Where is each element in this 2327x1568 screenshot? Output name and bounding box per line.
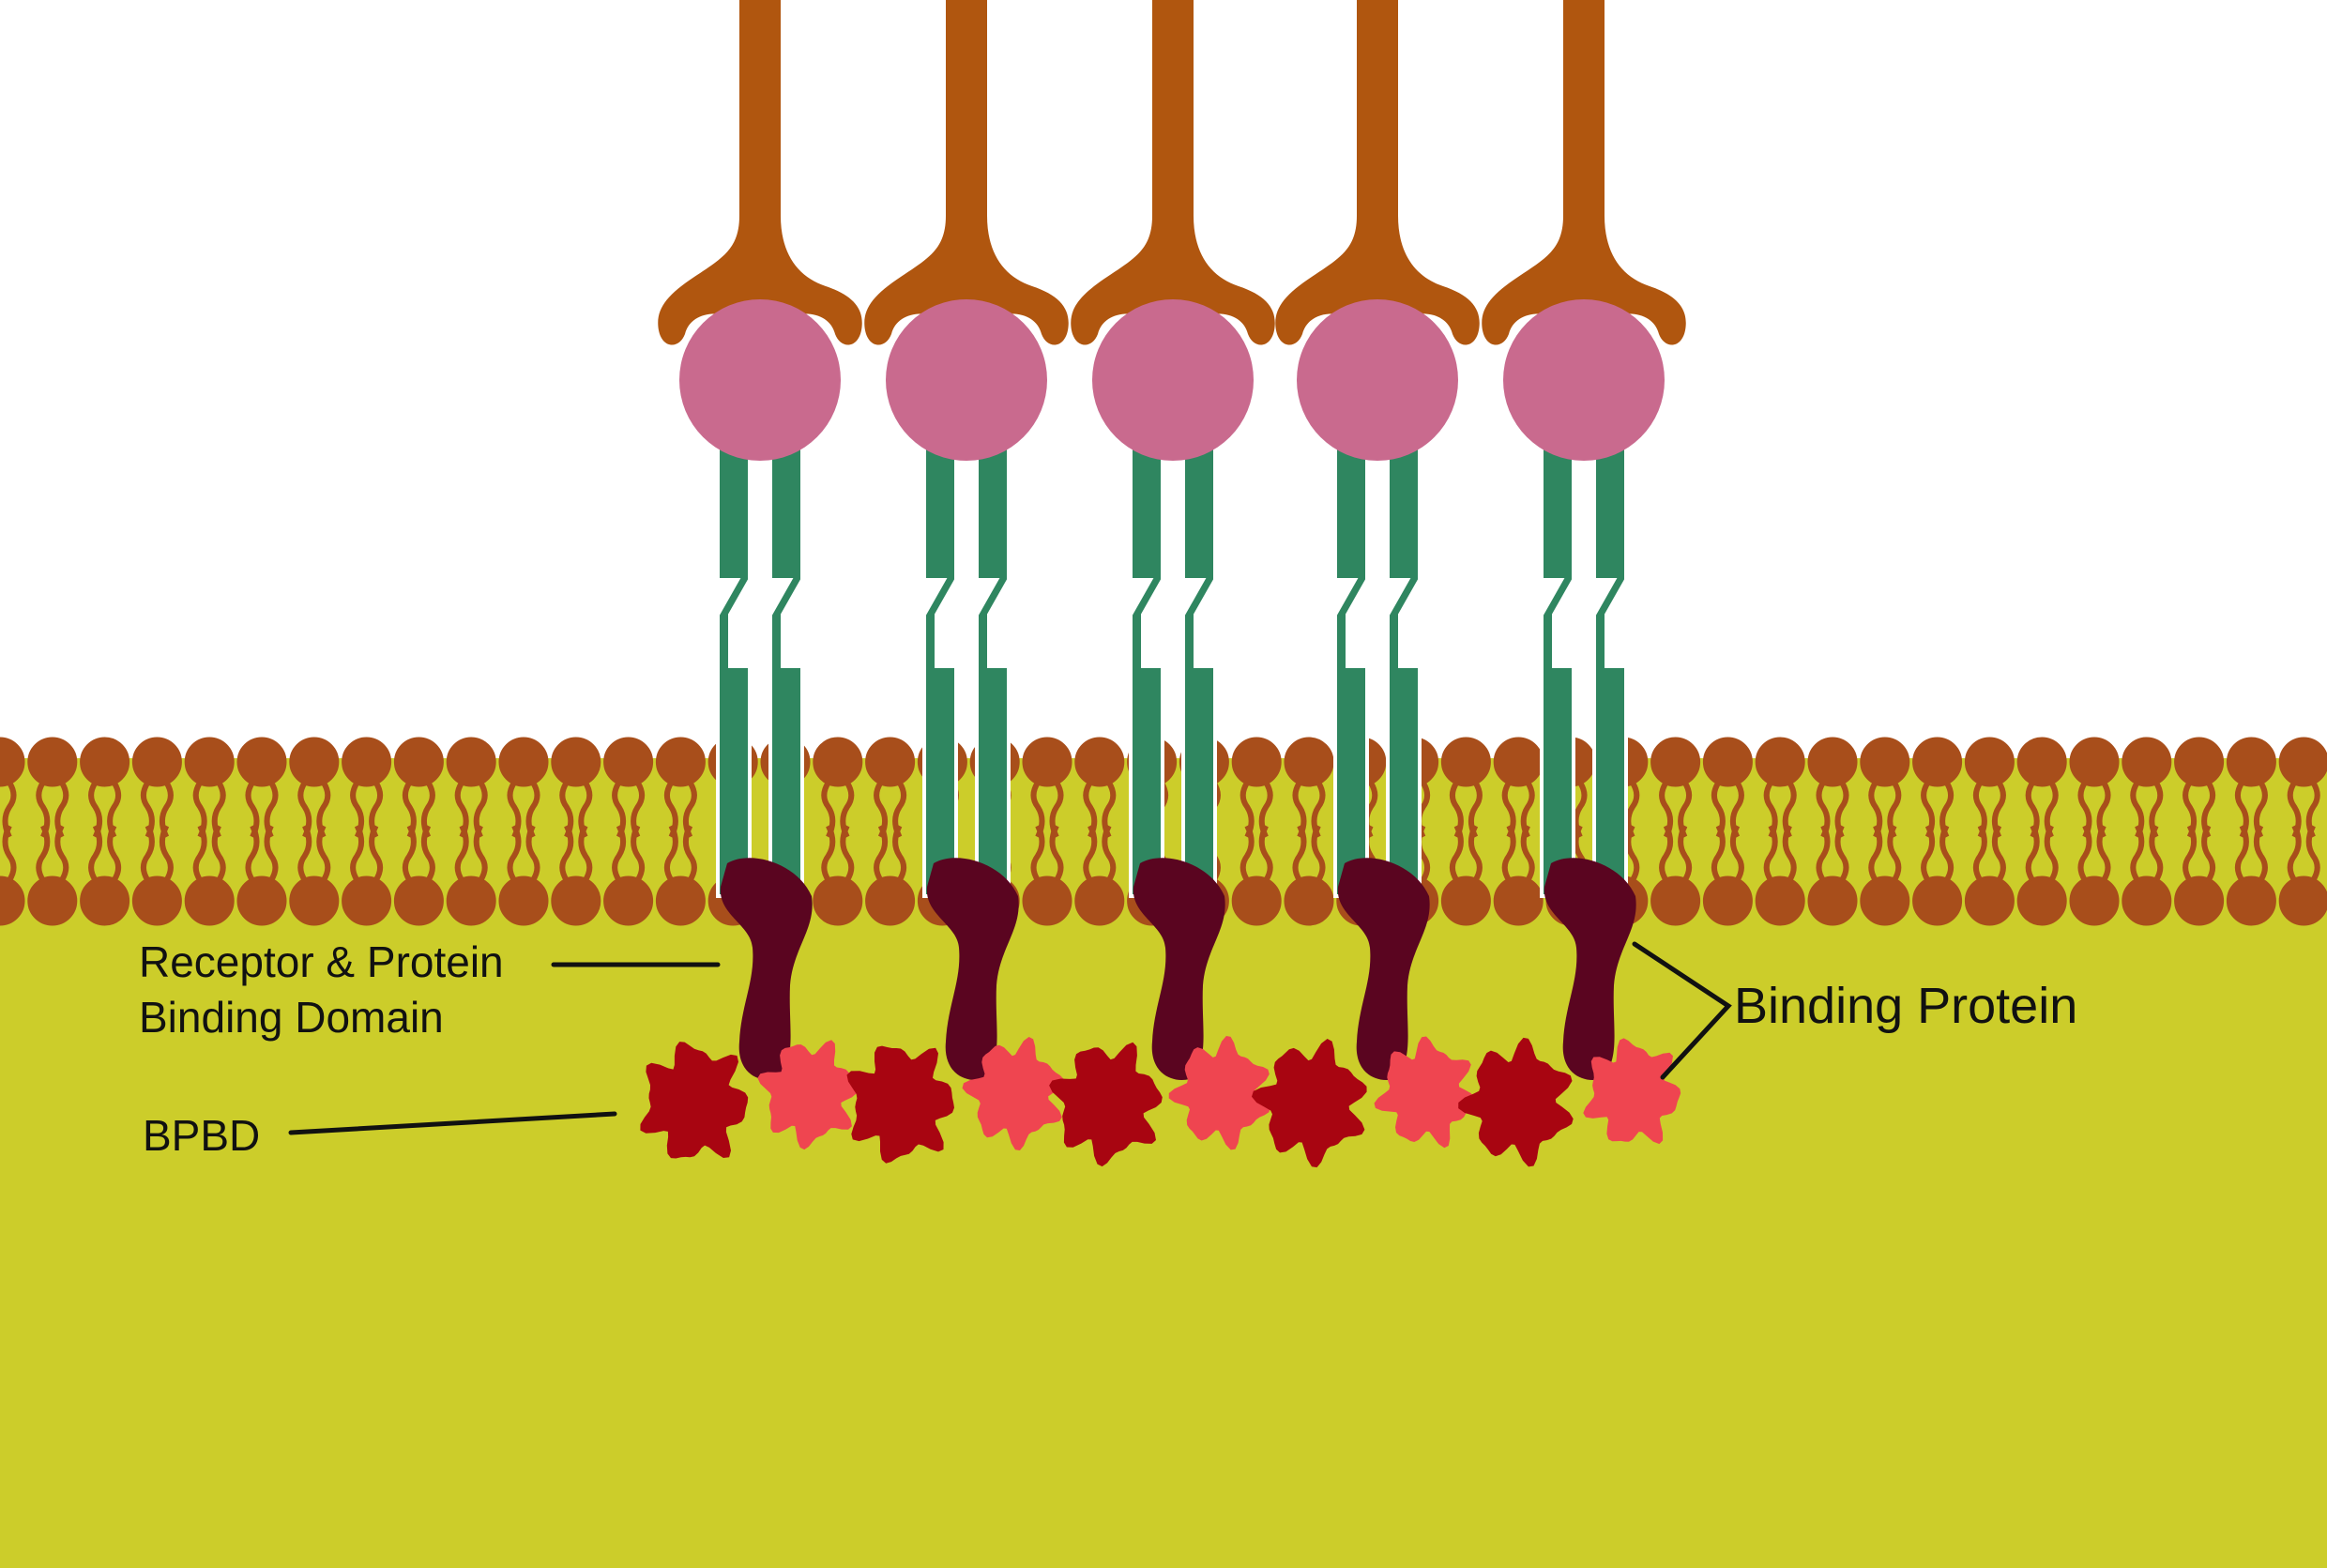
receptor-group <box>640 0 1686 1168</box>
bpbd-domain <box>1049 1042 1163 1167</box>
ligand <box>658 0 862 345</box>
receptor-complex <box>1049 0 1275 1167</box>
receptor-helix <box>1181 439 1217 898</box>
ligand-sphere <box>679 299 841 461</box>
bpbd-domain <box>1458 1037 1574 1167</box>
receptor-complex <box>1458 0 1686 1167</box>
ligand <box>1482 0 1686 345</box>
receptor-complex <box>640 0 862 1159</box>
ligand-sphere <box>886 299 1047 461</box>
ligand <box>1071 0 1275 345</box>
ligand-sphere <box>1297 299 1458 461</box>
receptor-domain-label-line2: Binding Domain <box>139 993 444 1042</box>
receptor-helix <box>1129 439 1164 898</box>
receptor-complex <box>1252 0 1480 1168</box>
bpbd-label: BPBD <box>143 1111 260 1160</box>
receptor-helix <box>1386 439 1422 898</box>
receptor-domain-label-line1: Receptor & Protein <box>139 937 504 986</box>
binding-protein-label: Binding Protein <box>1734 978 2077 1034</box>
binding-protein-domain <box>1583 1038 1681 1145</box>
ligand <box>1275 0 1480 345</box>
binding-protein-bracket <box>1632 941 1732 1080</box>
receptor-binding-domain <box>1133 858 1225 1080</box>
binding-protein-domain <box>962 1037 1064 1150</box>
binding-protein-domain <box>1168 1036 1270 1150</box>
receptor-complex <box>846 0 1069 1164</box>
receptor-helix <box>1592 439 1628 898</box>
receptor-helix <box>922 439 958 898</box>
receptor-binding-domain <box>926 858 1019 1080</box>
receptor-binding-domain <box>1337 858 1430 1080</box>
receptor-binding-domain <box>1544 858 1636 1080</box>
bpbd-domain <box>846 1045 954 1164</box>
bpbd-domain <box>640 1042 749 1159</box>
binding-protein-domain <box>1374 1036 1475 1149</box>
bpbd-domain <box>1252 1039 1367 1168</box>
ligand-sphere <box>1503 299 1665 461</box>
receptor-helix <box>1540 439 1575 898</box>
receptor-helix <box>1333 439 1369 898</box>
ligand-sphere <box>1092 299 1254 461</box>
receptor-helix <box>768 439 804 898</box>
receptor-helix <box>716 439 752 898</box>
ligand <box>864 0 1069 345</box>
binding-protein-domain <box>757 1040 858 1150</box>
bpbd-pointer-line <box>288 1111 617 1135</box>
receptor-binding-domain <box>720 858 813 1080</box>
annotation-lines <box>288 941 1732 1135</box>
receptor-helix <box>975 439 1011 898</box>
